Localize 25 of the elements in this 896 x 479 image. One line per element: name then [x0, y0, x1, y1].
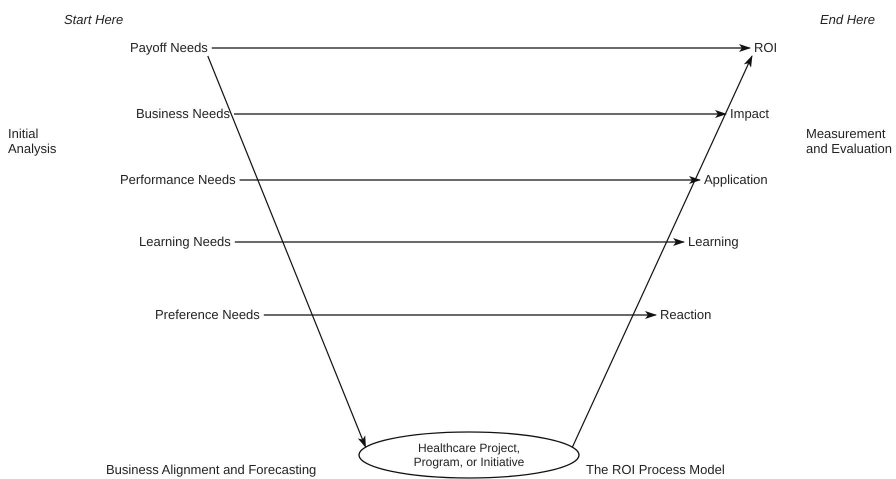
caption-label: Business Alignment and Forecasting [106, 462, 318, 477]
start-note: Start Here [64, 12, 124, 27]
arrow [207, 56, 366, 448]
process-ellipse [358, 431, 580, 479]
level-label: Impact [730, 106, 770, 122]
phase-label: Initial Analysis [8, 126, 58, 156]
end-note: End Here [820, 12, 876, 27]
level-label: Reaction [660, 307, 712, 323]
level-label: Learning [688, 234, 739, 250]
needs-label: Payoff Needs [130, 40, 208, 56]
needs-label: Preference Needs [155, 307, 260, 323]
arrow [234, 110, 727, 118]
needs-label: Learning Needs [139, 234, 231, 250]
diagram-title: The ROI Process Model [586, 462, 725, 478]
level-label: ROI [754, 40, 778, 56]
arrow [234, 238, 685, 246]
needs-label: Performance Needs [120, 172, 236, 188]
arrow [240, 176, 701, 184]
arrow [264, 311, 657, 319]
needs-label: Business Needs [136, 106, 230, 122]
level-label: Application [704, 172, 768, 188]
arrow [572, 55, 753, 448]
node-text: Healthcare Project, Program, or Initiative [412, 441, 526, 469]
arrow [212, 44, 751, 52]
phase-label: Measurement and Evaluation [806, 126, 894, 156]
